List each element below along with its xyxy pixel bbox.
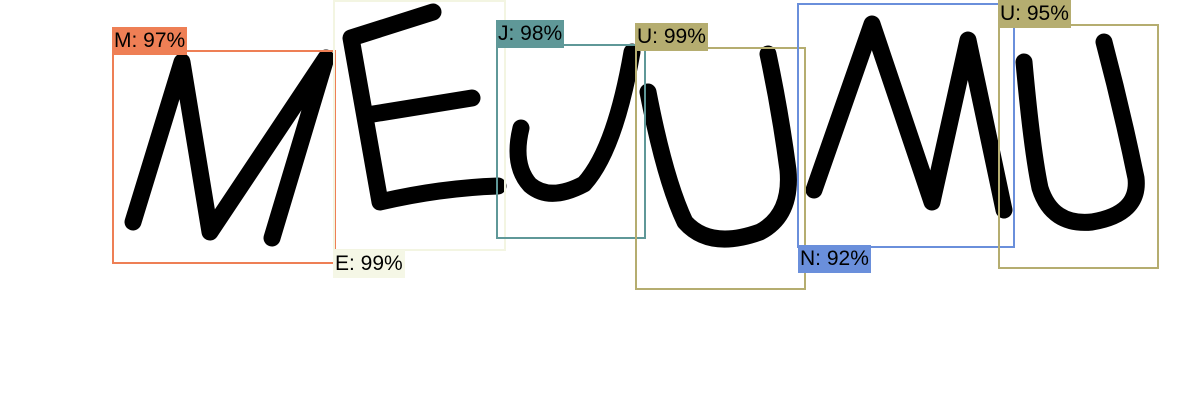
glyph-e-spine bbox=[342, 3, 507, 211]
detection-label-j: J: 98% bbox=[496, 20, 565, 48]
glyph-j bbox=[509, 43, 641, 202]
detection-label-u-2: U: 95% bbox=[998, 0, 1071, 28]
detection-label-u-1: U: 99% bbox=[635, 23, 708, 51]
detection-box-e bbox=[333, 0, 506, 251]
detection-label-n: N: 92% bbox=[798, 245, 871, 273]
glyph-m bbox=[124, 49, 335, 247]
glyph-n bbox=[805, 15, 1013, 219]
detection-box-u-2 bbox=[998, 24, 1159, 269]
detection-box-n bbox=[797, 3, 1015, 248]
detection-box-u-1 bbox=[635, 47, 806, 290]
detection-label-m: M: 97% bbox=[112, 27, 188, 55]
glyph-e-middle bbox=[358, 89, 481, 124]
glyph-u-2 bbox=[1015, 33, 1145, 231]
detection-box-j bbox=[496, 44, 646, 239]
detection-box-m bbox=[112, 50, 336, 264]
glyph-u-1 bbox=[639, 45, 797, 248]
detection-label-e: E: 99% bbox=[333, 250, 405, 278]
